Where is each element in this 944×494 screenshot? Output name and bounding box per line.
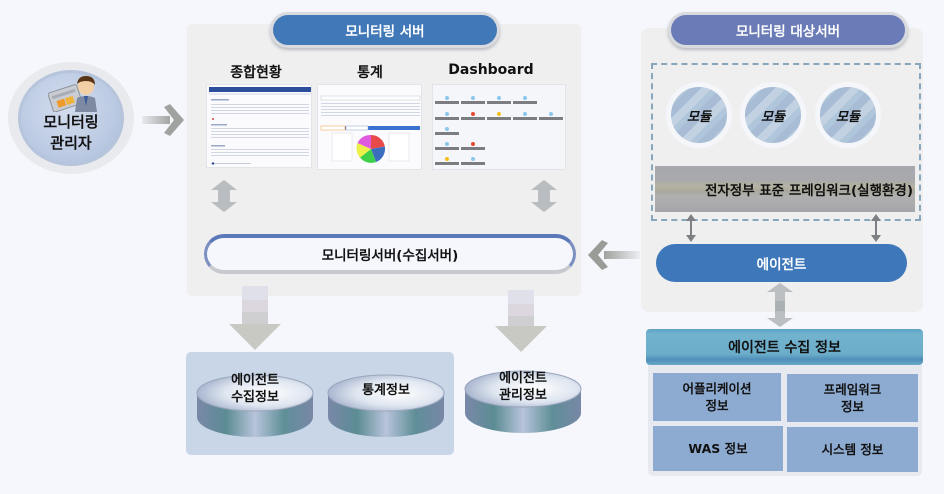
db-label-agent-collect: 에이전트 수집정보	[231, 373, 279, 405]
agent-node: 에이전트	[656, 244, 907, 282]
double-arrow-vertical-icon	[531, 180, 557, 212]
agent-info-title: 에이전트 수집 정보	[646, 329, 923, 365]
info-cell-application: 어플리케이션 정보	[653, 373, 781, 421]
module-1: 모듈	[666, 82, 732, 148]
dashboard-thumbnail	[435, 96, 563, 165]
arrow-right-icon	[142, 104, 184, 136]
double-arrow-vertical-icon	[211, 180, 237, 212]
target-server-title: 모니터링 대상서버	[671, 15, 905, 45]
database-icon	[196, 374, 314, 437]
monitoring-server-title: 모니터링 서버	[273, 15, 497, 45]
double-arrow-small-icon	[686, 214, 696, 242]
db-label-agent-management: 에이전트 관리정보	[499, 371, 547, 403]
person-with-screen-icon	[48, 76, 97, 112]
framework-bar: 전자정부 표준 프레임워크(실행환경)	[655, 166, 915, 212]
overview-thumbnail	[209, 87, 311, 165]
db-label-statistics: 통계정보	[362, 383, 410, 398]
statistics-thumbnail	[320, 95, 421, 163]
database-icon	[464, 370, 582, 433]
info-cell-framework: 프레임워크 정보	[787, 374, 918, 422]
arrow-down-icon	[495, 290, 547, 352]
double-arrow-vertical-icon	[767, 283, 793, 327]
screen-title-statistics: 통계	[357, 65, 383, 81]
info-cell-was: WAS 정보	[653, 426, 783, 471]
framework-boundary	[651, 63, 921, 221]
database-icon	[327, 374, 445, 437]
module-3: 모듈	[815, 82, 881, 148]
pie-chart-thumbnail	[356, 134, 386, 163]
admin-label: 모니터링 관리자	[43, 113, 99, 152]
double-arrow-small-icon	[871, 214, 881, 242]
arrow-left-icon	[588, 240, 640, 270]
screen-title-dashboard: Dashboard	[448, 62, 534, 78]
statistics-screenshot[interactable]	[317, 84, 422, 170]
screen-title-overview: 종합현황	[230, 65, 282, 81]
dashboard-screenshot[interactable]	[432, 84, 566, 170]
module-2: 모듈	[740, 82, 806, 148]
info-cell-system: 시스템 정보	[787, 427, 918, 472]
collector-server: 모니터링서버(수집서버)	[204, 234, 576, 274]
arrow-down-icon	[229, 286, 281, 350]
overview-screenshot[interactable]	[206, 84, 312, 168]
